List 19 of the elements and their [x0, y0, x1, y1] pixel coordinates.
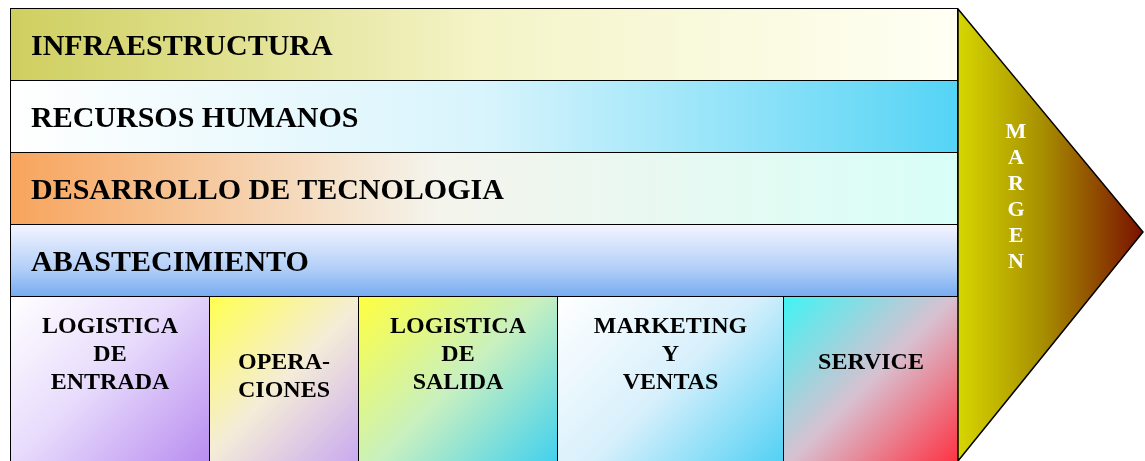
primary-activity-box	[358, 296, 558, 461]
support-activity-band	[10, 224, 958, 297]
activity-label: OPERA- CIONES	[237, 347, 331, 403]
activity-label: ABASTECIMIENTO	[31, 243, 309, 278]
activity-label: LOGISTICA DE SALIDA	[388, 311, 527, 395]
activity-label: LOGISTICA DE ENTRADA	[40, 311, 179, 395]
primary-activity-box	[557, 296, 784, 461]
activity-label: DESARROLLO DE TECNOLOGIA	[31, 171, 504, 206]
activity-label: INFRAESTRUCTURA	[31, 27, 333, 62]
activity-label: MARKETING Y VENTAS	[592, 311, 749, 395]
primary-activity-box	[10, 296, 210, 461]
activity-label: SERVICE	[817, 347, 925, 375]
primary-activity-box	[209, 296, 359, 461]
support-activity-band	[10, 152, 958, 225]
support-activity-band	[10, 8, 958, 81]
activity-label: RECURSOS HUMANOS	[31, 99, 359, 134]
margin-label: MARGEN	[1005, 118, 1027, 274]
support-activity-band	[10, 80, 958, 153]
primary-activity-box	[783, 296, 959, 461]
